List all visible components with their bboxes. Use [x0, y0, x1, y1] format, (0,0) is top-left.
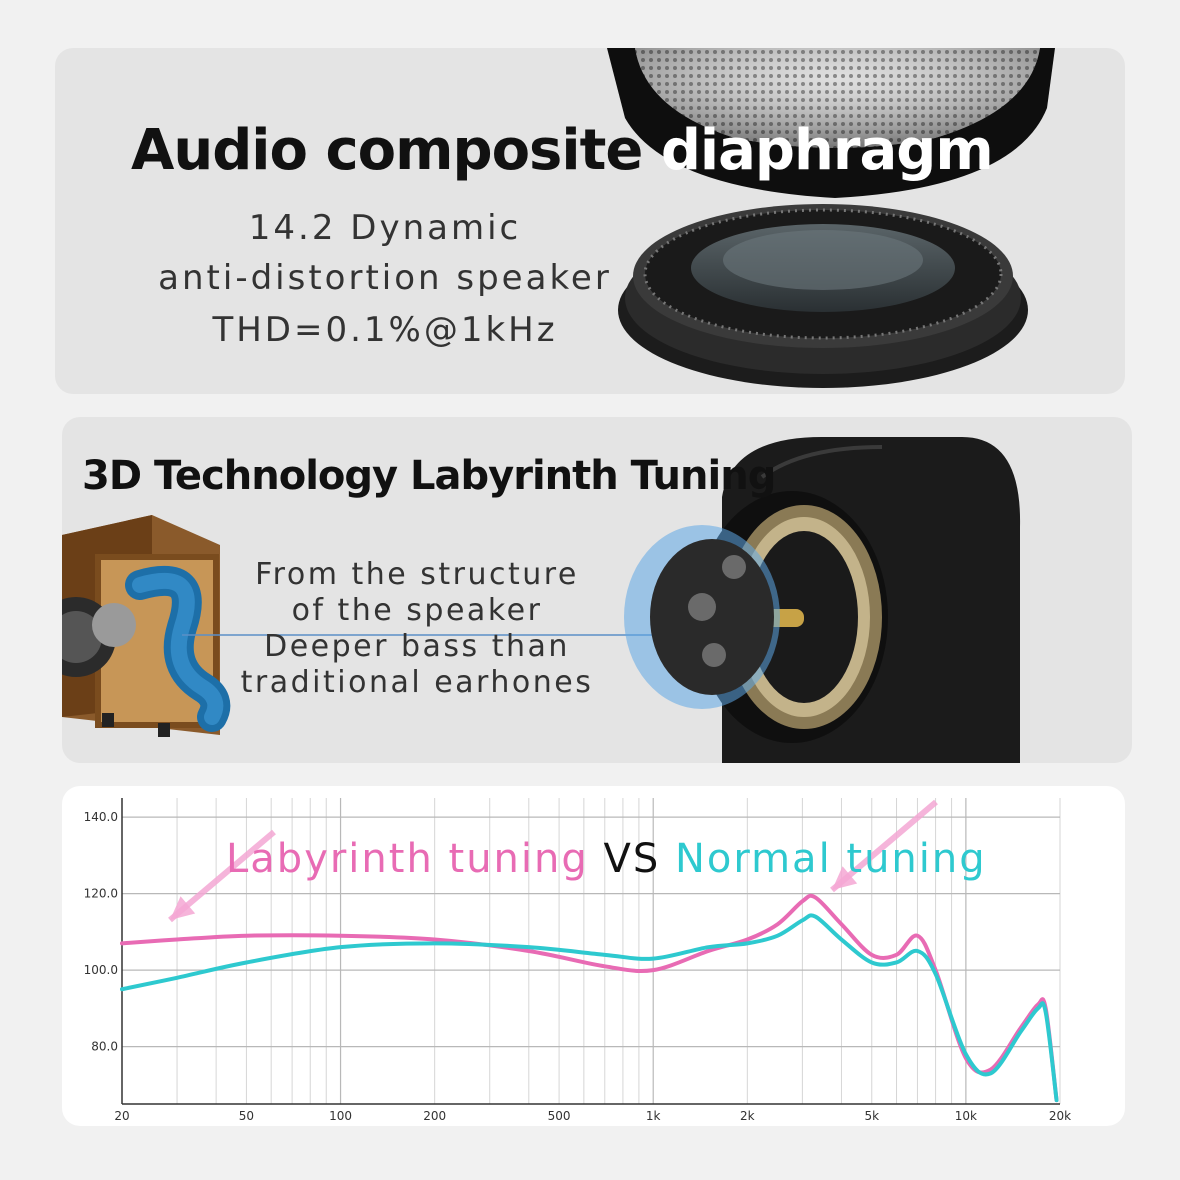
- x-tick-label: 1k: [646, 1109, 661, 1123]
- section1-line2: anti-distortion speaker: [158, 258, 612, 298]
- section2-title: 3D Technology Labyrinth Tuning: [82, 453, 776, 499]
- series-line-normal: [120, 913, 1059, 1103]
- chart-series: [120, 893, 1059, 1103]
- chart-labels: 20 50 100 200 500 1k 2k 5k 10k 20k 80.0 100.0 120.0 1…: [84, 810, 1072, 1123]
- chart-title-vs: VS: [589, 836, 675, 882]
- frequency-response-panel: Labyrinth tuning VS Normal tuning 20 50 10…: [62, 786, 1125, 1126]
- section2-line3: Deeper bass than: [264, 629, 570, 664]
- x-tick-label: 2k: [740, 1109, 755, 1123]
- x-tick-label: 500: [548, 1109, 571, 1123]
- diaphragm-panel: Audio composite diaphragm 14.2 Dynamic a…: [55, 48, 1125, 394]
- chart-arrows: [168, 799, 938, 923]
- chart-title-text: Labyrinth tuning VS Normal tuning: [226, 836, 987, 882]
- speaker-cabinet-illustration: [62, 437, 1021, 763]
- y-tick-label: 120.0: [84, 887, 118, 901]
- x-tick-label: 20k: [1049, 1109, 1071, 1123]
- section1-title-part1: Audio composite: [131, 118, 661, 183]
- y-tick-label: 140.0: [84, 810, 118, 824]
- x-tick-label: 20: [114, 1109, 129, 1123]
- x-tick-label: 100: [329, 1109, 352, 1123]
- chart-title-labyrinth: Labyrinth tuning: [226, 836, 589, 882]
- section2-line1: From the structure: [255, 557, 579, 592]
- section1-line3: THD=0.1%@1kHz: [212, 310, 558, 350]
- speaker-driver-illustration: [607, 48, 1055, 388]
- x-tick-label: 200: [423, 1109, 446, 1123]
- x-tick-label: 5k: [864, 1109, 879, 1123]
- x-tick-label: 50: [239, 1109, 254, 1123]
- labyrinth-panel: 3D Technology Labyrinth Tuning From the …: [62, 417, 1132, 763]
- series-line-labyrinth: [120, 893, 1059, 1103]
- section2-line2: of the speaker: [291, 593, 543, 628]
- x-tick-label: 10k: [955, 1109, 977, 1123]
- arrow-left-head: [170, 896, 196, 920]
- section1-title: Audio composite diaphragm: [131, 118, 994, 183]
- chart-title-normal: Normal tuning: [675, 836, 987, 882]
- chart-axes: [121, 798, 1060, 1105]
- y-tick-label: 80.0: [91, 1040, 118, 1054]
- arrow-peak-head: [832, 866, 858, 890]
- section1-title-part2: diaphragm: [660, 118, 994, 183]
- section2-line4: traditional earhones: [240, 665, 594, 700]
- chart-grid: [121, 798, 1061, 1104]
- y-tick-label: 100.0: [84, 963, 118, 977]
- frequency-response-chart: Labyrinth tuning VS Normal tuning 20 50 10…: [84, 798, 1072, 1123]
- section1-line1: 14.2 Dynamic: [248, 208, 522, 248]
- chart-title: Labyrinth tuning VS Normal tuning: [226, 836, 987, 882]
